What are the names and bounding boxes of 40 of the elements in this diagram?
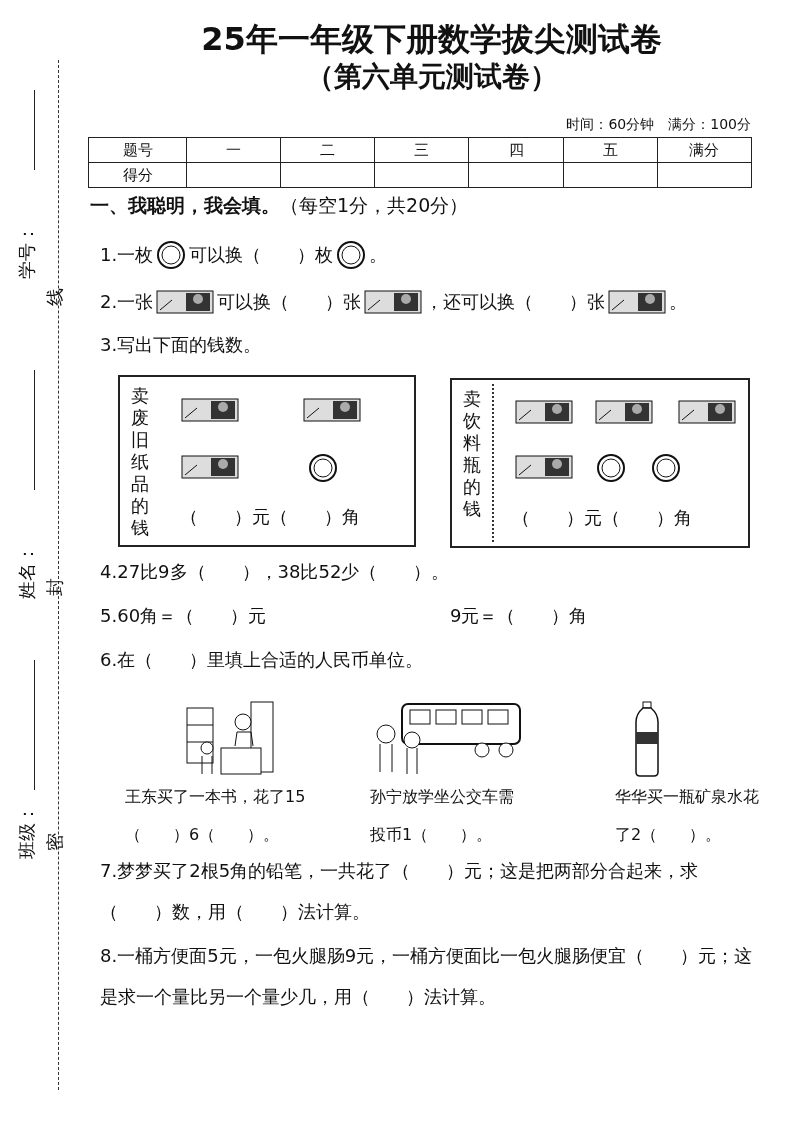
exam-info: 时间：60分钟 满分：100分 [566,116,751,134]
question-text: 5.60角＝（ ）元 [100,604,267,628]
question-text: ，还可以换（ ）张 [425,290,606,314]
subtitle: （第六单元测试卷） [304,59,559,95]
question-text: 8.一桶方便面5元，一包火腿肠9元，一桶方便面比一包火腿肠便宜（ ）元；这是求一个量比另一个量少几，用（ ）法计算。 [100,944,754,1010]
field-label: 学号： [15,225,38,279]
question-text: 可以换（ ）枚 [189,243,334,267]
table-header-cell: 三 [374,137,469,163]
field-label: 班级： [15,805,38,859]
table-header-cell: 五 [563,137,658,163]
panel-label: 卖废旧纸品的钱 [130,385,150,539]
answer-blank: （ ）元（ ）角 [512,506,692,530]
table-header-cell: 满分 [657,137,752,163]
table-cell: 得分 [88,162,187,188]
question-text: 7.梦梦买了2根5角的铅笔，一共花了（ ）元；这是把两部分合起来，求（ ）数，用（ ）法计算。 [100,859,700,925]
question-text: 华华买一瓶矿泉水花了2（ ）。 [615,786,760,847]
panel-label: 卖饮料瓶的钱 [462,388,482,520]
question-text: 。 [369,243,388,267]
question-text: 孙宁放学坐公交车需投币1（ ）。 [370,786,515,847]
binding-mark: 封 [43,578,66,596]
question-text: 2.一张 [100,290,154,314]
table-header-cell: 二 [280,137,375,163]
question-text: 9元＝（ ）角 [450,604,588,628]
question-text: 可以换（ ）张 [217,290,362,314]
question-text: 1.一枚 [100,243,154,267]
question-text: 。 [669,290,688,314]
table-header-cell: 一 [186,137,281,163]
question-text: 4.27比9多（ ），38比52少（ ）。 [100,560,450,584]
question-text: 3.写出下面的钱数。 [100,333,262,357]
table-header-cell: 四 [468,137,564,163]
title: 25年一年级下册数学拔尖测试卷 [200,19,663,60]
table-header-cell: 题号 [88,137,187,163]
question-text: 王东买了一本书，花了15（ ）6（ ）。 [125,786,307,847]
field-label: 姓名： [15,545,38,599]
question-text: 6.在（ ）里填上合适的人民币单位。 [100,648,424,672]
money-panel [118,375,416,547]
binding-mark: 线 [43,288,66,306]
answer-blank: （ ）元（ ）角 [180,505,360,529]
section-heading: 一、我聪明，我会填。（每空1分，共20分） [90,193,469,218]
binding-mark: 密 [43,833,66,851]
